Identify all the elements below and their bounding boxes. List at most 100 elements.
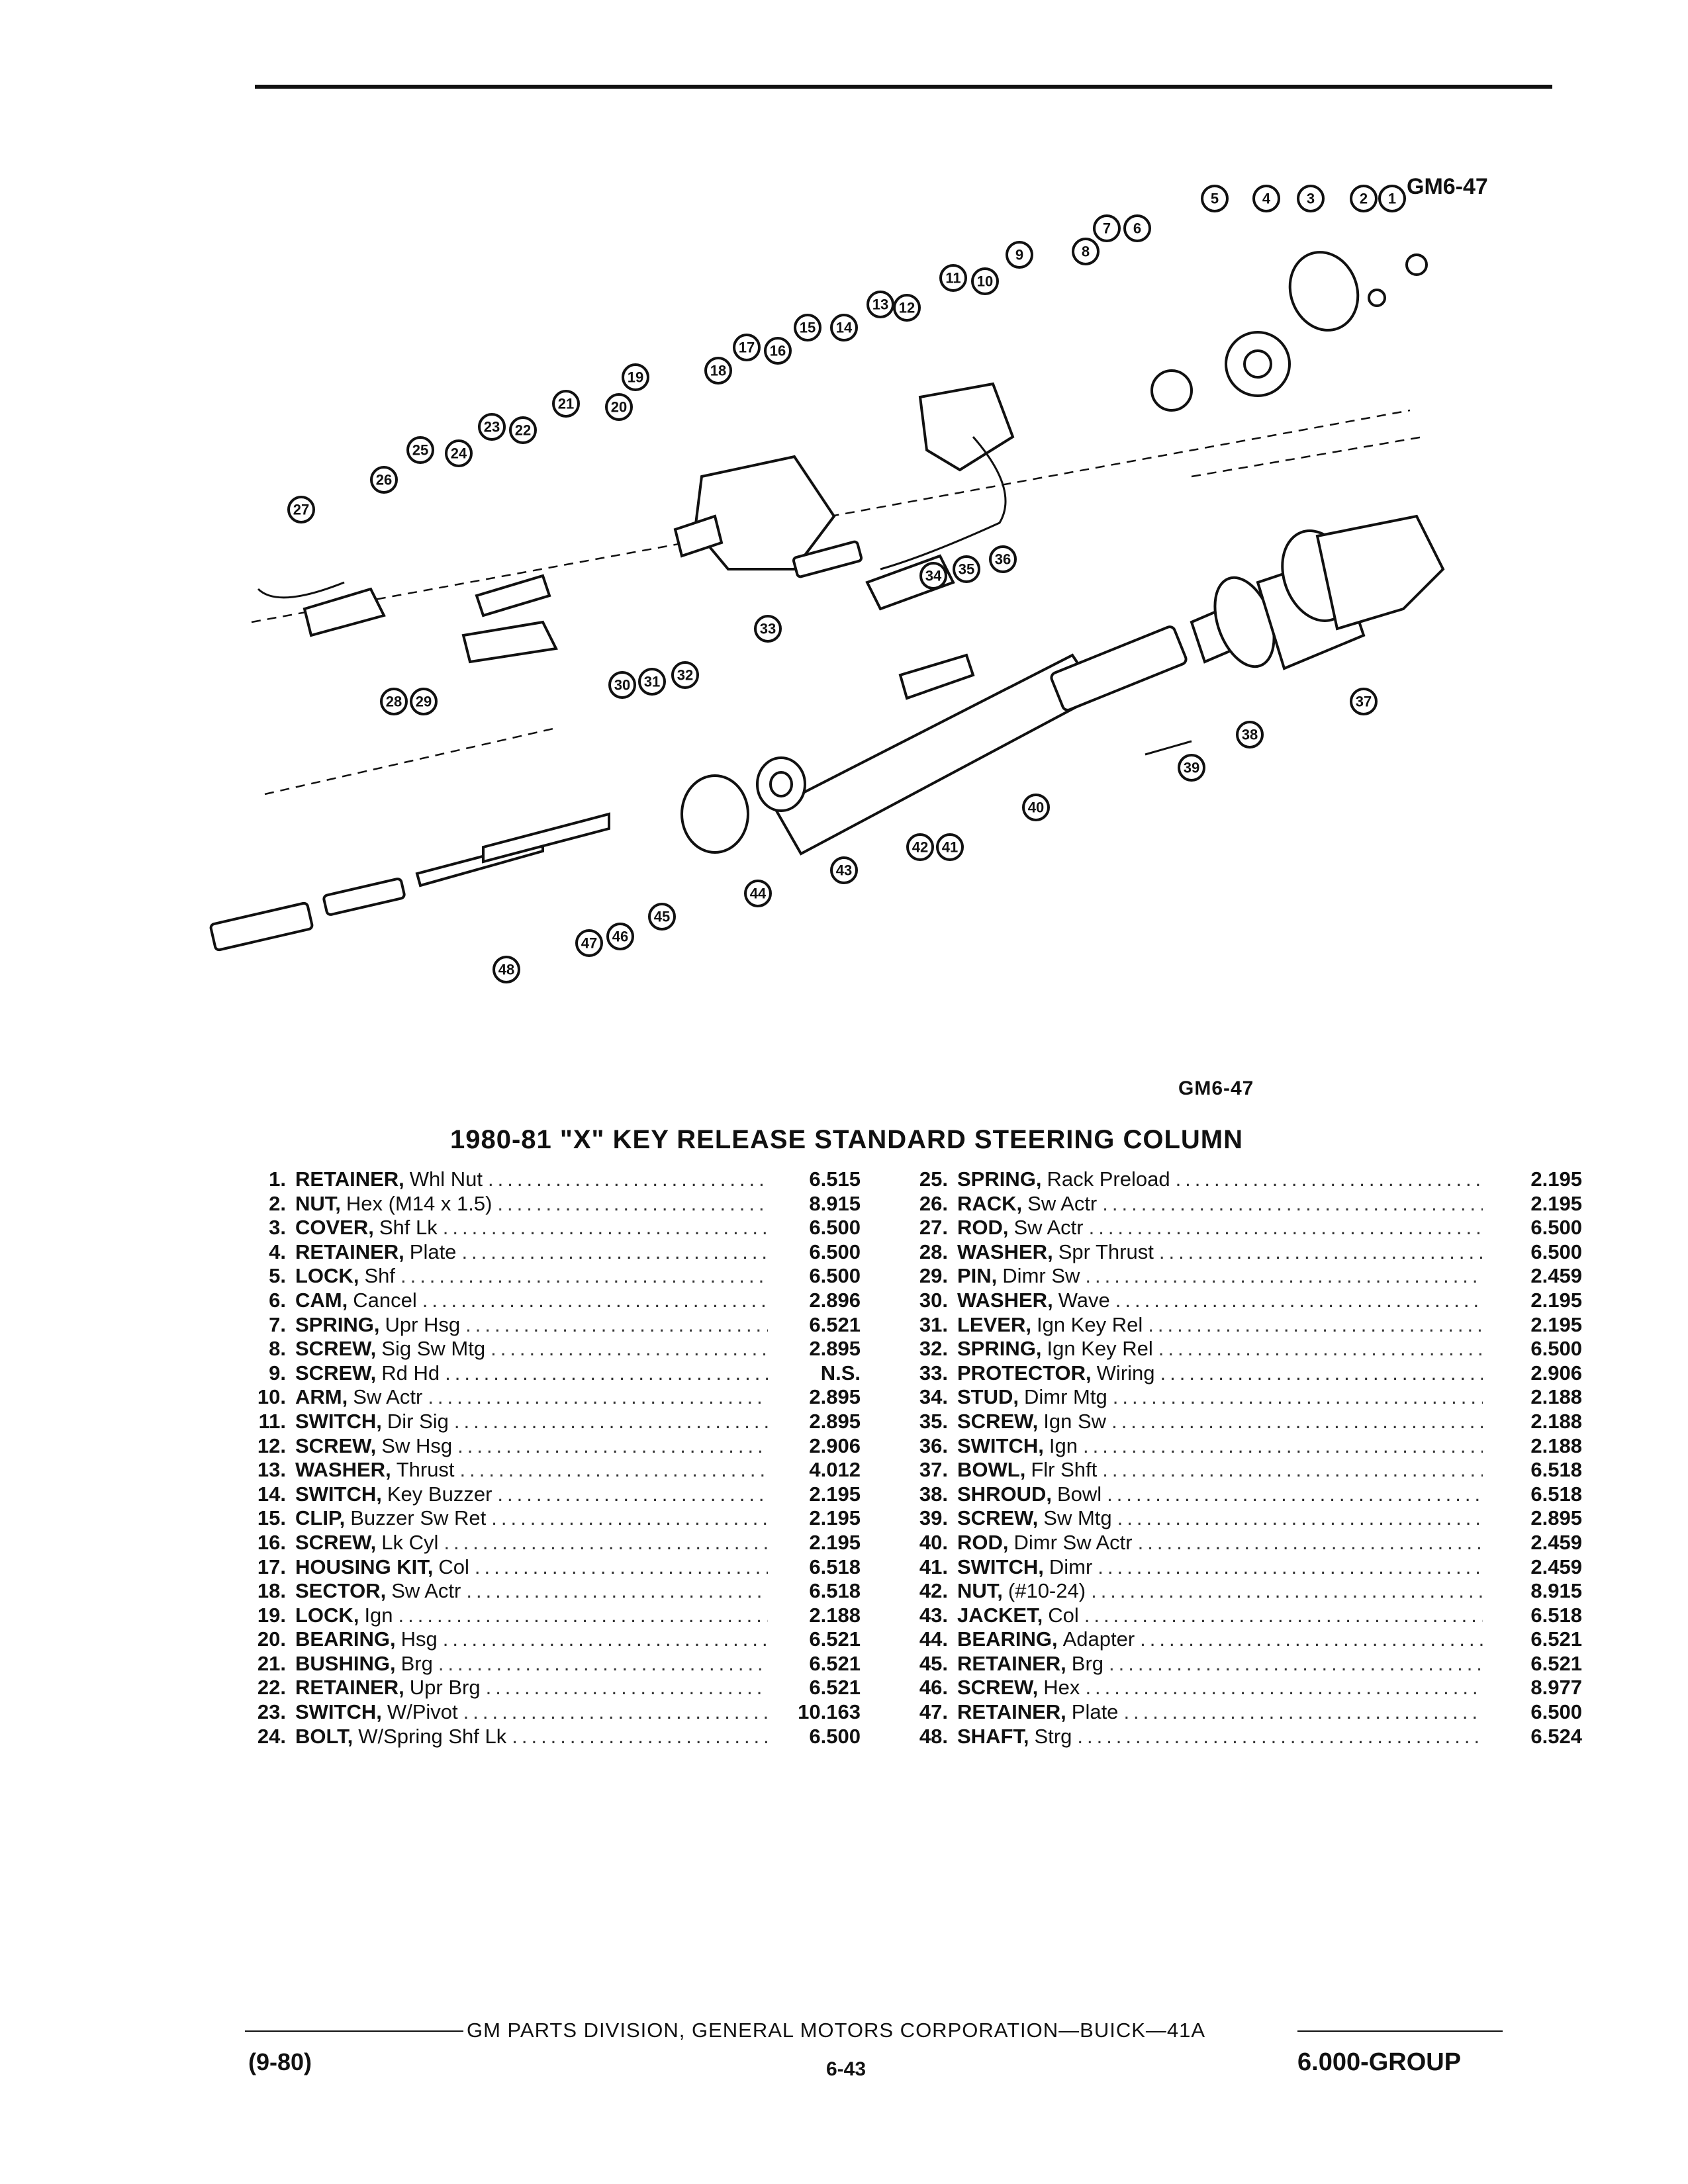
svg-text:45: 45 [654, 909, 670, 925]
part-row: 15.CLIP,Buzzer Sw Ret2.195 [232, 1506, 861, 1531]
callout-39: 39 [1178, 754, 1205, 782]
svg-text:12: 12 [899, 300, 915, 316]
part-row: 39.SCREW,Sw Mtg2.895 [894, 1506, 1582, 1531]
part-row: 38.SHROUD,Bowl6.518 [894, 1482, 1582, 1507]
part-row: 1.RETAINER,Whl Nut6.515 [232, 1167, 861, 1192]
diagram-parts [209, 251, 1445, 952]
part-row: 11.SWITCH,Dir Sig2.895 [232, 1410, 861, 1434]
footer-date: (9-80) [248, 2048, 312, 2075]
callout-7: 7 [1093, 214, 1121, 242]
part-row: 37.BOWL,Flr Shft6.518 [894, 1458, 1582, 1482]
svg-text:17: 17 [739, 340, 755, 356]
callout-5: 5 [1201, 185, 1229, 212]
part-row: 23.SWITCH,W/Pivot10.163 [232, 1700, 861, 1725]
callout-9: 9 [1006, 241, 1033, 269]
callout-45: 45 [648, 903, 676, 931]
svg-text:25: 25 [412, 442, 428, 459]
svg-text:30: 30 [614, 677, 630, 694]
part-row: 27.ROD,Sw Actr6.500 [894, 1216, 1582, 1240]
part-row: 31.LEVER,Ign Key Rel2.195 [894, 1313, 1582, 1338]
callout-20: 20 [605, 393, 633, 421]
svg-text:16: 16 [770, 343, 786, 359]
svg-text:27: 27 [293, 502, 309, 518]
callout-23: 23 [478, 413, 506, 441]
svg-text:8: 8 [1082, 244, 1090, 260]
part-row: 32.SPRING,Ign Key Rel6.500 [894, 1337, 1582, 1361]
footer-rule-left [245, 2030, 463, 2032]
svg-text:48: 48 [498, 962, 514, 978]
callout-41: 41 [936, 833, 964, 861]
part-row: 8.SCREW,Sig Sw Mtg2.895 [232, 1337, 861, 1361]
part-row: 22.RETAINER,Upr Brg6.521 [232, 1676, 861, 1700]
svg-text:29: 29 [416, 694, 432, 710]
part-row: 19.LOCK,Ign2.188 [232, 1604, 861, 1628]
parts-list-left: 1.RETAINER,Whl Nut6.515 2.NUT,Hex (M14 x… [232, 1167, 861, 1749]
svg-text:15: 15 [800, 320, 816, 336]
callout-33: 33 [754, 615, 782, 643]
svg-text:46: 46 [612, 929, 628, 945]
part-row: 6.CAM,Cancel2.896 [232, 1289, 861, 1313]
part-row: 10.ARM,Sw Actr2.895 [232, 1385, 861, 1410]
callout-32: 32 [671, 661, 699, 689]
part-row: 42.NUT,(#10-24)8.915 [894, 1579, 1582, 1604]
part-row: 3.COVER,Shf Lk6.500 [232, 1216, 861, 1240]
svg-text:36: 36 [995, 551, 1011, 568]
callout-28: 28 [380, 688, 408, 715]
callout-10: 10 [971, 267, 999, 295]
callout-29: 29 [410, 688, 438, 715]
part-row: 30.WASHER,Wave2.195 [894, 1289, 1582, 1313]
svg-text:2: 2 [1360, 191, 1368, 207]
part-row: 45.RETAINER,Brg6.521 [894, 1652, 1582, 1676]
svg-text:42: 42 [912, 839, 928, 856]
svg-text:47: 47 [581, 935, 597, 952]
part-row: 44.BEARING,Adapter6.521 [894, 1627, 1582, 1652]
svg-text:23: 23 [484, 419, 500, 435]
svg-text:34: 34 [925, 568, 942, 584]
svg-text:5: 5 [1211, 191, 1219, 207]
part-row: 41.SWITCH,Dimr2.459 [894, 1555, 1582, 1580]
svg-text:39: 39 [1184, 760, 1199, 776]
part-row: 4.RETAINER,Plate6.500 [232, 1240, 861, 1265]
svg-text:44: 44 [750, 886, 767, 902]
callout-6: 6 [1123, 214, 1151, 242]
callout-43: 43 [830, 856, 858, 884]
callout-42: 42 [906, 833, 934, 861]
callout-21: 21 [552, 390, 580, 418]
callout-22: 22 [509, 416, 537, 444]
callout-16: 16 [764, 337, 792, 365]
svg-text:21: 21 [558, 396, 574, 412]
callout-8: 8 [1072, 238, 1100, 265]
part-row: 26.RACK,Sw Actr2.195 [894, 1192, 1582, 1216]
part-row: 36.SWITCH,Ign2.188 [894, 1434, 1582, 1459]
callout-44: 44 [744, 880, 772, 907]
callout-31: 31 [638, 668, 666, 696]
svg-text:37: 37 [1356, 694, 1372, 710]
callout-47: 47 [575, 929, 603, 957]
callout-19: 19 [622, 363, 649, 391]
callout-3: 3 [1297, 185, 1325, 212]
callout-4: 4 [1252, 185, 1280, 212]
svg-text:43: 43 [836, 862, 852, 879]
callout-12: 12 [893, 294, 921, 322]
part-row: 29.PIN,Dimr Sw2.459 [894, 1264, 1582, 1289]
part-row: 21.BUSHING,Brg6.521 [232, 1652, 861, 1676]
svg-text:7: 7 [1103, 220, 1111, 237]
callout-13: 13 [867, 291, 894, 318]
callout-35: 35 [953, 555, 980, 583]
part-row: 33.PROTECTOR,Wiring2.906 [894, 1361, 1582, 1386]
svg-text:4: 4 [1262, 191, 1271, 207]
part-row: 18.SECTOR,Sw Actr6.518 [232, 1579, 861, 1604]
callout-37: 37 [1350, 688, 1378, 715]
exploded-diagram: 1 2 3 4 5 6 7 8 9 10 11 12 13 14 15 16 1… [209, 185, 1445, 983]
callout-18: 18 [704, 357, 732, 385]
svg-text:10: 10 [977, 273, 993, 290]
part-row: 7.SPRING,Upr Hsg6.521 [232, 1313, 861, 1338]
callout-group: 1 2 3 4 5 6 7 8 9 10 11 12 13 14 15 16 1… [287, 185, 1406, 983]
part-row: 46.SCREW,Hex8.977 [894, 1676, 1582, 1700]
callout-17: 17 [733, 334, 761, 361]
callout-11: 11 [939, 264, 967, 292]
svg-text:3: 3 [1307, 191, 1315, 207]
part-row: 12.SCREW,Sw Hsg2.906 [232, 1434, 861, 1459]
top-rule [255, 85, 1552, 89]
parts-list-title: 1980-81 "X" KEY RELEASE STANDARD STEERIN… [450, 1125, 1243, 1154]
